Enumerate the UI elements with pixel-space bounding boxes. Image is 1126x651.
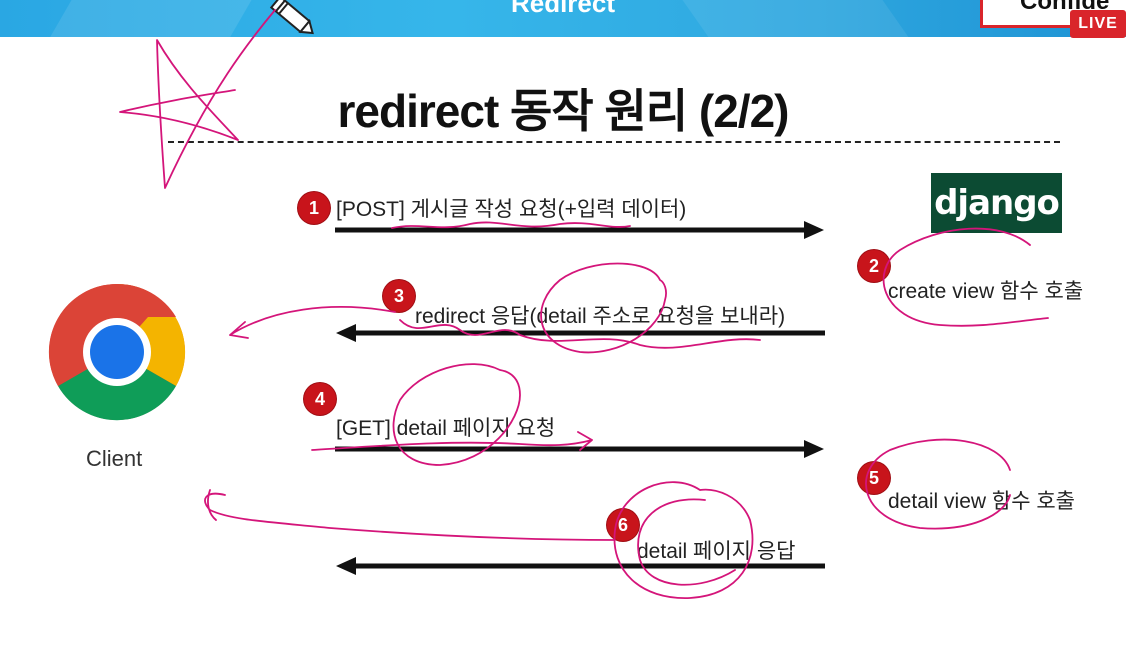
step-label-3: redirect 응답(detail 주소로 요청을 보내라) (415, 305, 786, 328)
step-badge-5: 5 (858, 462, 890, 494)
chrome-icon (48, 283, 186, 421)
pencil-icon (269, 0, 314, 35)
step-badge-1: 1 (298, 192, 330, 224)
slide-title: redirect 동작 원리 (2/2) (337, 85, 790, 137)
client-label: Client (86, 446, 143, 471)
step-badge-2: 2 (858, 250, 890, 282)
step-badge-3: 3 (383, 280, 415, 312)
arrow-request-get (335, 440, 824, 458)
arrow-request-post (335, 221, 824, 239)
step-label-4: [GET] detail 페이지 요청 (336, 417, 556, 440)
step-badge-4: 4 (304, 383, 336, 415)
step-label-6: detail 페이지 응답 (637, 540, 796, 563)
live-badge: LIVE (1070, 10, 1126, 38)
header-title: Redirect (510, 0, 616, 18)
title-divider (168, 141, 1060, 143)
step-label-1: [POST] 게시글 작성 요청(+입력 데이터) (336, 198, 687, 221)
step-label-2: create view 함수 호출 (888, 280, 1084, 303)
django-logo: django (931, 173, 1062, 233)
step-label-5: detail view 함수 호출 (888, 490, 1075, 513)
step-badge-6: 6 (607, 509, 639, 541)
